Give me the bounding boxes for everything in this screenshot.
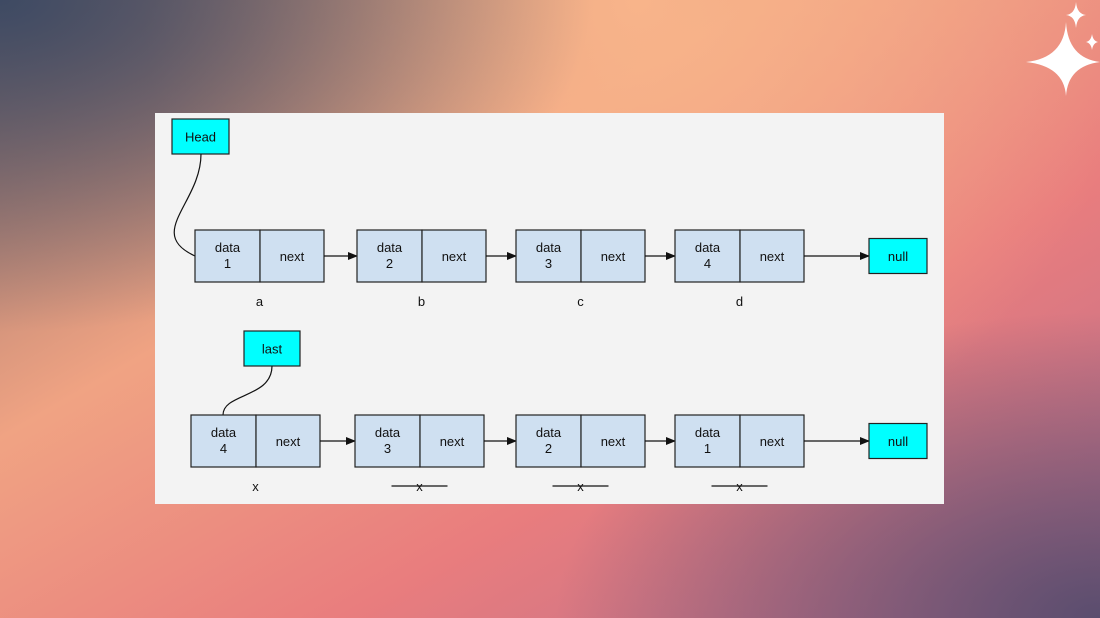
data-cell (515, 229, 582, 283)
node-name: x (252, 479, 259, 494)
data-value: 4 (220, 441, 227, 456)
node-name: d (736, 294, 743, 309)
data-value: 2 (386, 256, 393, 271)
data-cell (354, 414, 421, 468)
data-label: data (536, 425, 562, 440)
pointer-box (171, 118, 230, 155)
next-cell (739, 414, 805, 468)
next-cell (739, 229, 805, 283)
next-label: next (601, 249, 626, 264)
data-value: 3 (545, 256, 552, 271)
next-label: next (440, 434, 465, 449)
data-label: data (375, 425, 401, 440)
next-label: next (442, 249, 467, 264)
pointer-box (243, 330, 301, 367)
data-label: data (536, 240, 562, 255)
data-label: data (695, 425, 721, 440)
next-label: next (760, 434, 785, 449)
data-value: 1 (224, 256, 231, 271)
null-label: null (888, 249, 908, 264)
data-cell (674, 414, 741, 468)
null-box (868, 422, 928, 460)
data-label: data (377, 240, 403, 255)
data-value: 4 (704, 256, 711, 271)
pointer-label: last (262, 342, 283, 357)
pointer-edge (222, 365, 273, 416)
node-name: b (418, 294, 425, 309)
data-cell (356, 229, 423, 283)
null-label: null (888, 434, 908, 449)
node-name: c (577, 294, 584, 309)
next-label: next (276, 434, 301, 449)
data-value: 3 (384, 441, 391, 456)
next-cell (255, 414, 321, 468)
next-label: next (280, 249, 305, 264)
next-cell (259, 229, 325, 283)
next-label: next (760, 249, 785, 264)
data-label: data (695, 240, 721, 255)
data-label: data (211, 425, 237, 440)
sparkle-icon (1026, 2, 1100, 96)
null-box (868, 237, 928, 275)
node-name: a (256, 294, 264, 309)
data-cell (194, 229, 261, 283)
pointer-edge (173, 153, 202, 257)
data-label: data (215, 240, 241, 255)
data-value: 2 (545, 441, 552, 456)
next-cell (580, 414, 646, 468)
pointer-label: Head (185, 130, 216, 145)
next-label: next (601, 434, 626, 449)
data-value: 1 (704, 441, 711, 456)
